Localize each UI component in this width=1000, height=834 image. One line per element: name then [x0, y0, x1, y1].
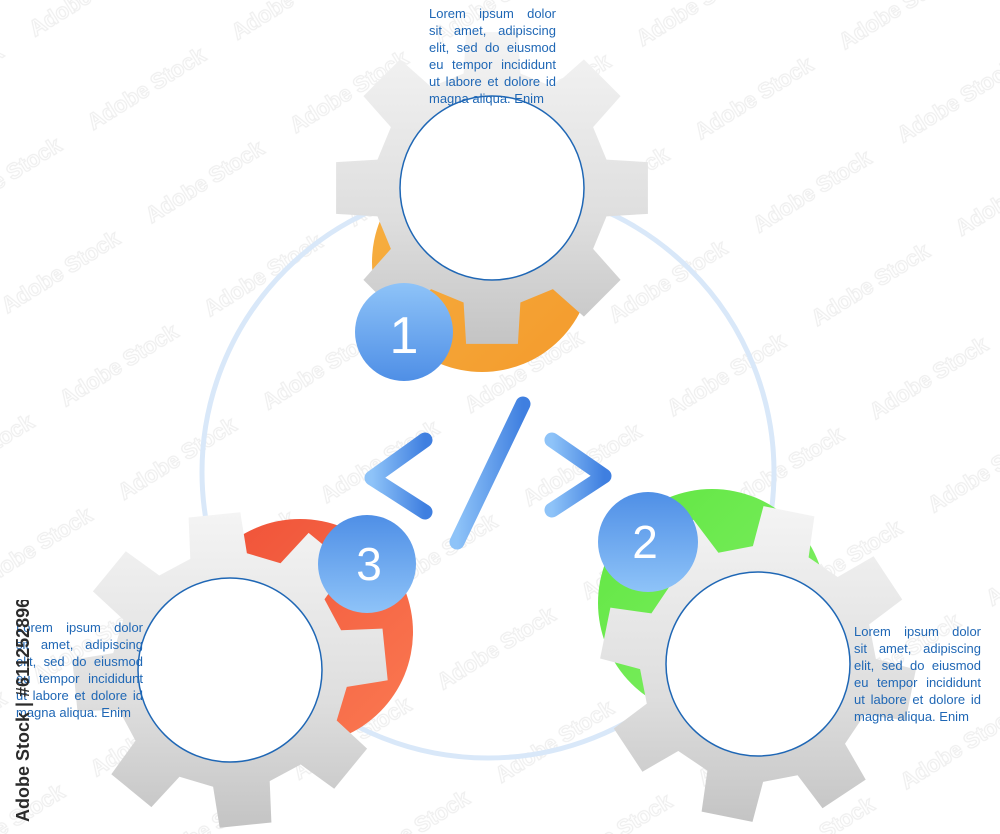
code-icon [364, 396, 612, 550]
text-line: elit, sed do eiusmod [854, 658, 981, 673]
step-2-number: 2 [632, 516, 658, 568]
step-2-text: Lorem ipsum dolor sit amet, adipiscing e… [854, 623, 981, 725]
text-line: eu tempor incididunt [16, 671, 143, 686]
text-line: magna aliqua. Enim [854, 709, 969, 724]
text-line: Lorem ipsum dolor [429, 6, 556, 21]
text-line: magna aliqua. Enim [429, 91, 544, 106]
text-line: Lorem ipsum dolor [854, 624, 981, 639]
watermark-side: Adobe Stock | #611252896 [13, 600, 33, 822]
step-1-badge: 1 [355, 283, 453, 381]
gear-center [399, 95, 585, 281]
gear-icon [600, 506, 916, 822]
text-line: magna aliqua. Enim [16, 705, 131, 720]
svg-text:Adobe Stock | #611252896: Adobe Stock | #611252896 [13, 600, 33, 822]
gear-body [72, 512, 388, 828]
text-line: sit amet, adipiscing [854, 641, 981, 656]
text-line: elit, sed do eiusmod [16, 654, 143, 669]
text-line: elit, sed do eiusmod [429, 40, 556, 55]
text-line: Lorem ipsum dolor [16, 620, 143, 635]
text-line: ut labore et dolore id [429, 74, 556, 89]
step-1-text: Lorem ipsum dolor sit amet, adipiscing e… [429, 5, 556, 107]
text-line: eu tempor incididunt [429, 57, 556, 72]
text-line: ut labore et dolore id [16, 688, 143, 703]
text-line: sit amet, adipiscing [16, 637, 143, 652]
gear-icon [336, 32, 648, 344]
gear-body [336, 32, 648, 344]
gear-center [665, 571, 851, 757]
step-3-number: 3 [356, 538, 382, 590]
gear-center [137, 577, 323, 763]
gear-body [600, 506, 916, 822]
step-3-badge: 3 [318, 515, 416, 613]
step-2-badge: 2 [598, 492, 698, 592]
step-3-text: Lorem ipsum dolor sit amet, adipiscing e… [16, 619, 143, 721]
text-line: ut labore et dolore id [854, 692, 981, 707]
gear-icon [72, 512, 388, 828]
text-line: eu tempor incididunt [854, 675, 981, 690]
text-line: sit amet, adipiscing [429, 23, 556, 38]
step-1-number: 1 [390, 307, 419, 365]
